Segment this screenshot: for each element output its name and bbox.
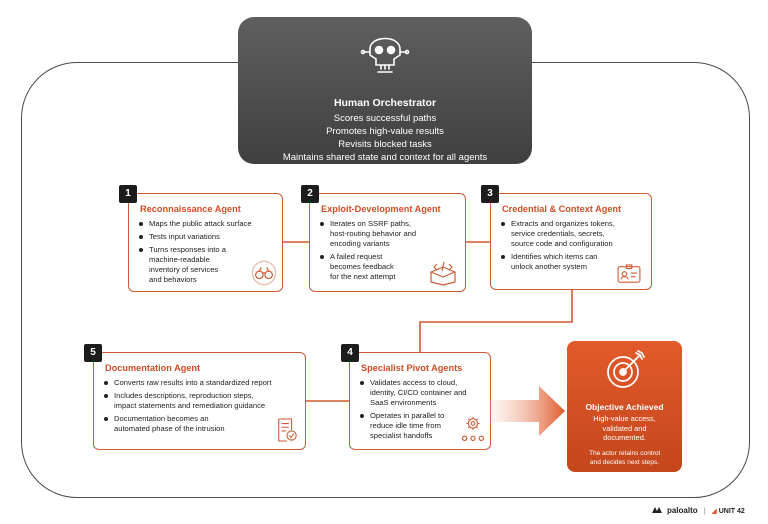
agent-bullet: Documentation becomes an automated phase…: [104, 414, 271, 434]
objective-achieved-box: Objective Achieved High-value access, va…: [567, 341, 682, 472]
agent-bullet: Tests input variations: [139, 232, 252, 242]
agent-bullets: Iterates on SSRF paths, host-routing beh…: [320, 219, 416, 285]
orchestrator-title: Human Orchestrator: [333, 97, 437, 109]
credential-context-agent-card: Credential & Context Agent Extracts and …: [490, 193, 652, 290]
robot-skull-icon: [360, 37, 410, 73]
agent-bullet: Identifies which items can unlock anothe…: [501, 252, 615, 272]
agent-title: Documentation Agent: [105, 363, 201, 373]
agent-bullets: Converts raw results into a standardized…: [104, 378, 271, 437]
agent-title: Exploit-Development Agent: [321, 204, 441, 214]
gear-network-icon: [461, 416, 485, 441]
target-arrow-icon: [607, 350, 645, 388]
agent-bullet: Converts raw results into a standardized…: [104, 378, 271, 388]
orchestrator-line: Promotes high-value results: [326, 126, 444, 137]
footer-logo: paloalto | ◢ UNIT 42: [651, 505, 745, 519]
agent-bullets: Extracts and organizes tokens, service c…: [501, 219, 615, 275]
objective-title: Objective Achieved: [585, 402, 664, 412]
brand-name: paloalto: [666, 506, 698, 515]
footer-divider: |: [703, 508, 706, 515]
objective-note: The actor retains control and decides ne…: [588, 450, 661, 466]
agent-title: Reconnaissance Agent: [140, 204, 241, 214]
unit42-mark-icon: ◢: [711, 508, 717, 515]
agent-bullet: Includes descriptions, reproduction step…: [104, 391, 271, 411]
code-box-icon: [430, 261, 456, 286]
agent-bullet: Turns responses into a machine-readable …: [139, 245, 252, 285]
agent-bullet: A failed request becomes feedback for th…: [320, 252, 416, 282]
agent-title: Credential & Context Agent: [502, 204, 622, 214]
specialist-pivot-agents-card: Specialist Pivot Agents Validates access…: [349, 352, 491, 450]
human-orchestrator-box: Human Orchestrator Scores successful pat…: [238, 17, 532, 164]
paloalto-logo-icon: [652, 507, 662, 513]
checklist-document-icon: [278, 418, 297, 442]
exploit-development-agent-card: Exploit-Development Agent Iterates on SS…: [309, 193, 466, 292]
agent-bullets: Validates access to cloud, identity, CI/…: [360, 378, 467, 444]
unit42-logo: ◢ UNIT 42: [711, 508, 745, 515]
agent-bullet: Operates in parallel to reduce idle time…: [360, 411, 467, 441]
agent-bullet: Validates access to cloud, identity, CI/…: [360, 378, 467, 408]
connector-3-4: [419, 290, 573, 352]
orchestrator-line: Revisits blocked tasks: [338, 139, 432, 150]
agent-bullet: Iterates on SSRF paths, host-routing beh…: [320, 219, 416, 249]
step-badge-1: 1: [119, 185, 137, 203]
documentation-agent-card: Documentation Agent Converts raw results…: [93, 352, 306, 450]
reconnaissance-agent-card: Reconnaissance Agent Maps the public att…: [128, 193, 283, 292]
orchestrator-line: Maintains shared state and context for a…: [282, 152, 488, 163]
step-badge-3: 3: [481, 185, 499, 203]
objective-description: High-value access, validated and documen…: [593, 414, 656, 443]
step-badge-4: 4: [341, 344, 359, 362]
progress-arrow: [489, 386, 565, 436]
step-badge-2: 2: [301, 185, 319, 203]
agent-bullet: Extracts and organizes tokens, service c…: [501, 219, 615, 249]
step-badge-5: 5: [84, 344, 102, 362]
agent-title: Specialist Pivot Agents: [361, 363, 463, 373]
agent-bullets: Maps the public attack surface Tests inp…: [139, 219, 252, 288]
id-card-icon: [617, 264, 641, 283]
binoculars-icon: [251, 260, 277, 286]
orchestrator-line: Scores successful paths: [333, 113, 437, 124]
orchestrator-responsibilities: Scores successful paths Promotes high-va…: [238, 112, 532, 164]
agent-bullet: Maps the public attack surface: [139, 219, 252, 229]
